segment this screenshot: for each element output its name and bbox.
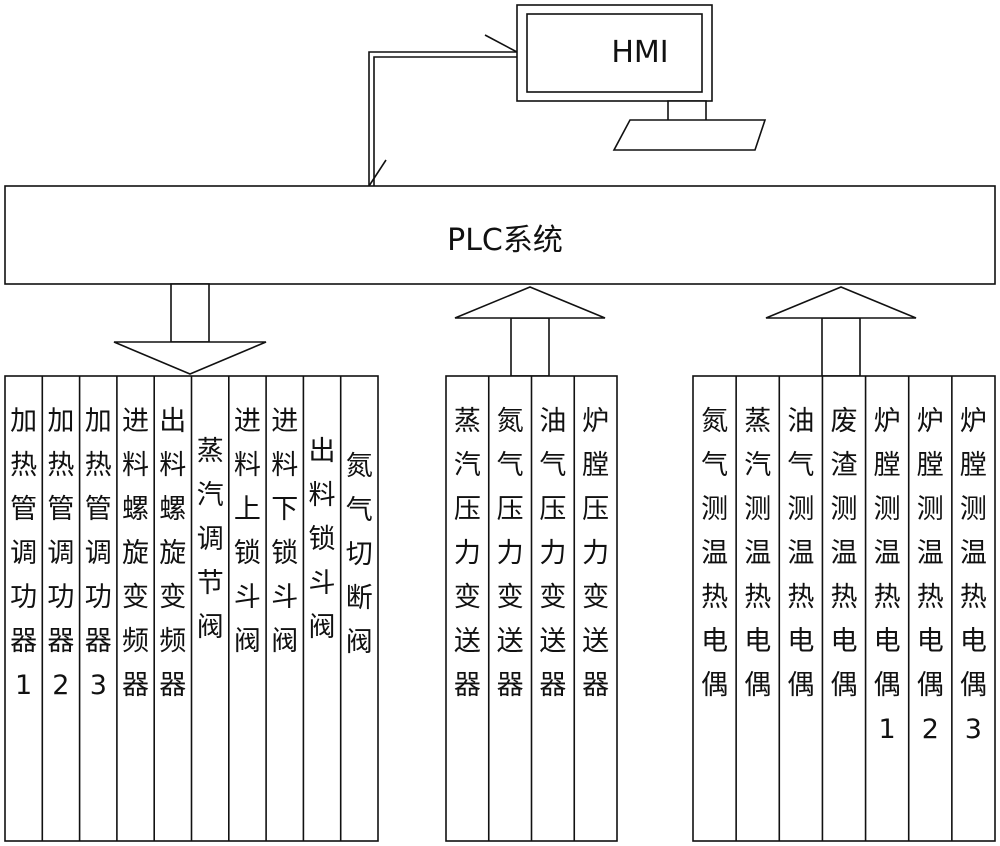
device-label: 油气测温热电偶 xyxy=(787,406,814,701)
device-label: 出料螺旋变频器 xyxy=(159,406,186,701)
hmi-base xyxy=(612,119,767,151)
hmi-label: HMI xyxy=(611,35,668,70)
temperature-inputs-frame xyxy=(692,375,996,842)
plc-label: PLC系统 xyxy=(447,223,563,258)
device-label: 废渣测温热电偶 xyxy=(831,406,858,701)
hmi-screen-inner xyxy=(526,13,703,93)
device-label: 蒸汽调节阀 xyxy=(197,436,224,643)
arrow-plc-to-outputs xyxy=(113,283,267,375)
device-label: 进料下锁斗阀 xyxy=(271,406,298,657)
arrow-temperature-to-plc xyxy=(765,286,917,377)
device-label: 氮气测温热电偶 xyxy=(701,406,728,701)
device-label: 进料上锁斗阀 xyxy=(234,406,261,657)
device-label: 出料锁斗阀 xyxy=(309,436,336,643)
device-label: 进料螺旋变频器 xyxy=(122,406,149,701)
device-label: 蒸汽压力变送器 xyxy=(454,406,481,701)
plc-system-box: PLC系统 xyxy=(4,185,996,285)
hmi-plc-connector xyxy=(368,34,518,187)
device-label: 炉膛压力变送器 xyxy=(582,406,609,701)
device-label: 蒸汽测温热电偶 xyxy=(744,406,771,701)
device-label: 氮气压力变送器 xyxy=(497,406,524,701)
arrow-pressure-to-plc xyxy=(454,286,606,377)
device-label: 油气压力变送器 xyxy=(539,406,566,701)
device-label: 氮气切断阀 xyxy=(346,451,373,658)
hmi-monitor: HMI xyxy=(516,4,767,151)
